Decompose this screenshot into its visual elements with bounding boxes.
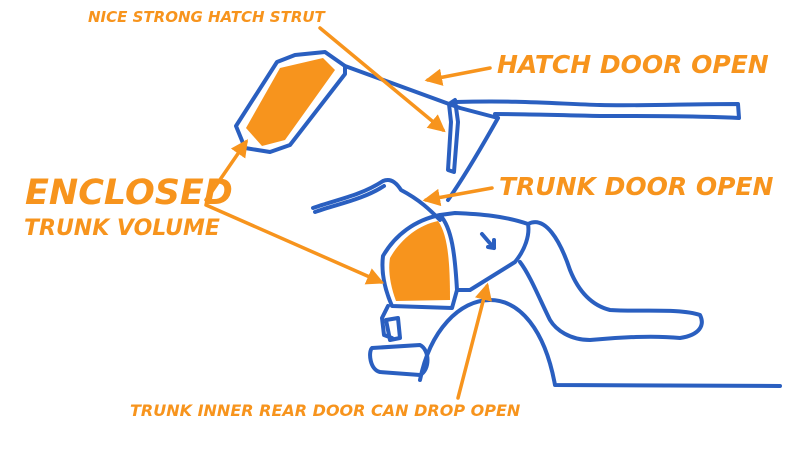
hatch-volume-fill [246, 58, 335, 146]
label-enclosed: ENCLOSED [25, 173, 233, 213]
arrow-inner-door [456, 282, 492, 400]
roof-line [453, 99, 741, 120]
trunk-volume-fill [389, 221, 450, 301]
label-hatch-strut: NICE STRONG HATCH STRUT [88, 8, 325, 26]
inner-door-arrow [480, 232, 496, 250]
arrow-strut [318, 26, 446, 133]
trunk-door [311, 178, 442, 222]
label-trunk-door-open: TRUNK DOOR OPEN [499, 172, 774, 201]
arrow-trunk [422, 186, 494, 207]
hatch-door [234, 50, 347, 154]
label-hatch-door-open: HATCH DOOR OPEN [497, 50, 769, 79]
hatch-strut [446, 98, 460, 174]
fender [518, 220, 704, 342]
trunk-cavity [380, 213, 459, 310]
trunk-door-edge [313, 184, 386, 214]
label-inner-rear-door: TRUNK INNER REAR DOOR CAN DROP OPEN [130, 401, 521, 420]
label-trunk-volume: TRUNK VOLUME [24, 216, 220, 241]
arrow-enclosed-hatch [204, 139, 248, 202]
tail-light [384, 316, 402, 342]
arrow-enclosed-trunk [204, 203, 385, 285]
arrow-hatch [424, 66, 492, 86]
